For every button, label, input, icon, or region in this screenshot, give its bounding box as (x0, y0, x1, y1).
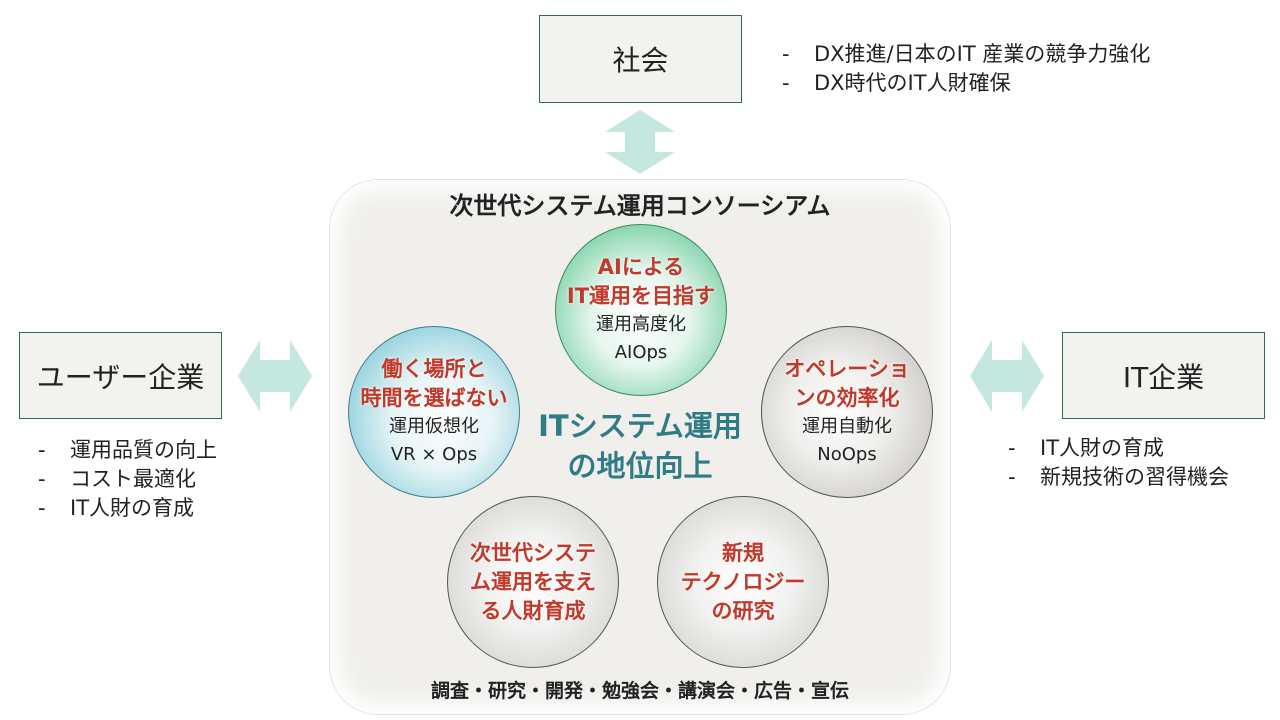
center-goal-line1: ITシステム運用 (538, 409, 742, 443)
list-item: -IT人財の育成 (38, 496, 195, 520)
circle-new-technology: 新規 テクノロジー の研究 (657, 496, 829, 668)
circle-no-ops: オペレーショ ンの効率化 運用自動化 NoOps (761, 326, 933, 498)
circle-title-line: 新規 (722, 540, 764, 565)
society-box: 社会 (539, 15, 742, 103)
consortium-title: 次世代システム運用コンソーシアム (449, 192, 831, 220)
circle-title-line: ンの効率化 (794, 386, 900, 410)
list-item: -コスト最適化 (38, 467, 196, 491)
society-title: 社会 (612, 44, 669, 77)
circle-subtitle: NoOps (817, 444, 877, 465)
circle-title-line: の研究 (711, 598, 775, 623)
circle-title-line: オペレーショ (784, 357, 910, 381)
circle-title-line: 次世代システ (470, 540, 596, 565)
circle-subtitle: VR × Ops (390, 444, 478, 465)
circle-ai-ops: AIによる IT運用を目指す 運用高度化 AIOps (555, 224, 727, 396)
list-item: -運用品質の向上 (38, 438, 217, 462)
circle-subtitle: 運用仮想化 (389, 416, 479, 437)
circle-title-line: る人財育成 (480, 598, 586, 623)
society-bullets: -DX推進/日本のIT 産業の競争力強化 -DX時代のIT人財確保 (782, 40, 1150, 98)
it-company-bullets: -IT人財の育成 -新規技術の習得機会 (1008, 434, 1229, 492)
center-goal-text: ITシステム運用 の地位向上 (500, 406, 780, 486)
user-company-title: ユーザー企業 (36, 360, 205, 394)
circle-subtitle: 運用自動化 (802, 416, 892, 437)
list-item: -DX推進/日本のIT 産業の競争力強化 (782, 42, 1151, 66)
user-company-bullets: -運用品質の向上 -コスト最適化 -IT人財の育成 (38, 436, 217, 523)
circle-title-line: テクノロジー (680, 569, 806, 594)
circle-title-line: 働く場所と (381, 357, 487, 381)
society-double-arrow-icon (605, 110, 675, 174)
consortium-activities: 調査・研究・開発・勉強会・講演会・広告・宣伝 (430, 680, 849, 702)
circle-title-line: AIによる (597, 255, 685, 279)
it-company-box: IT企業 (1062, 332, 1265, 419)
list-item: -DX時代のIT人財確保 (782, 71, 1011, 95)
it-double-arrow-icon (970, 340, 1044, 412)
list-item: -新規技術の習得機会 (1008, 465, 1229, 489)
user-company-box: ユーザー企業 (19, 332, 222, 419)
user-double-arrow-icon (238, 340, 312, 412)
circle-title-line: 時間を選ばない (360, 386, 508, 410)
it-company-title: IT企業 (1122, 360, 1205, 394)
circle-title-line: ム運用を支え (470, 569, 596, 594)
circle-vr-ops: 働く場所と 時間を選ばない 運用仮想化 VR × Ops (348, 326, 520, 498)
circle-hr-development: 次世代システ ム運用を支え る人財育成 (447, 496, 619, 668)
circle-subtitle: AIOps (614, 342, 668, 363)
circle-subtitle: 運用高度化 (596, 314, 686, 335)
circle-title-line: IT運用を目指す (566, 284, 716, 308)
center-goal-line2: の地位向上 (567, 449, 713, 483)
list-item: -IT人財の育成 (1008, 436, 1165, 460)
